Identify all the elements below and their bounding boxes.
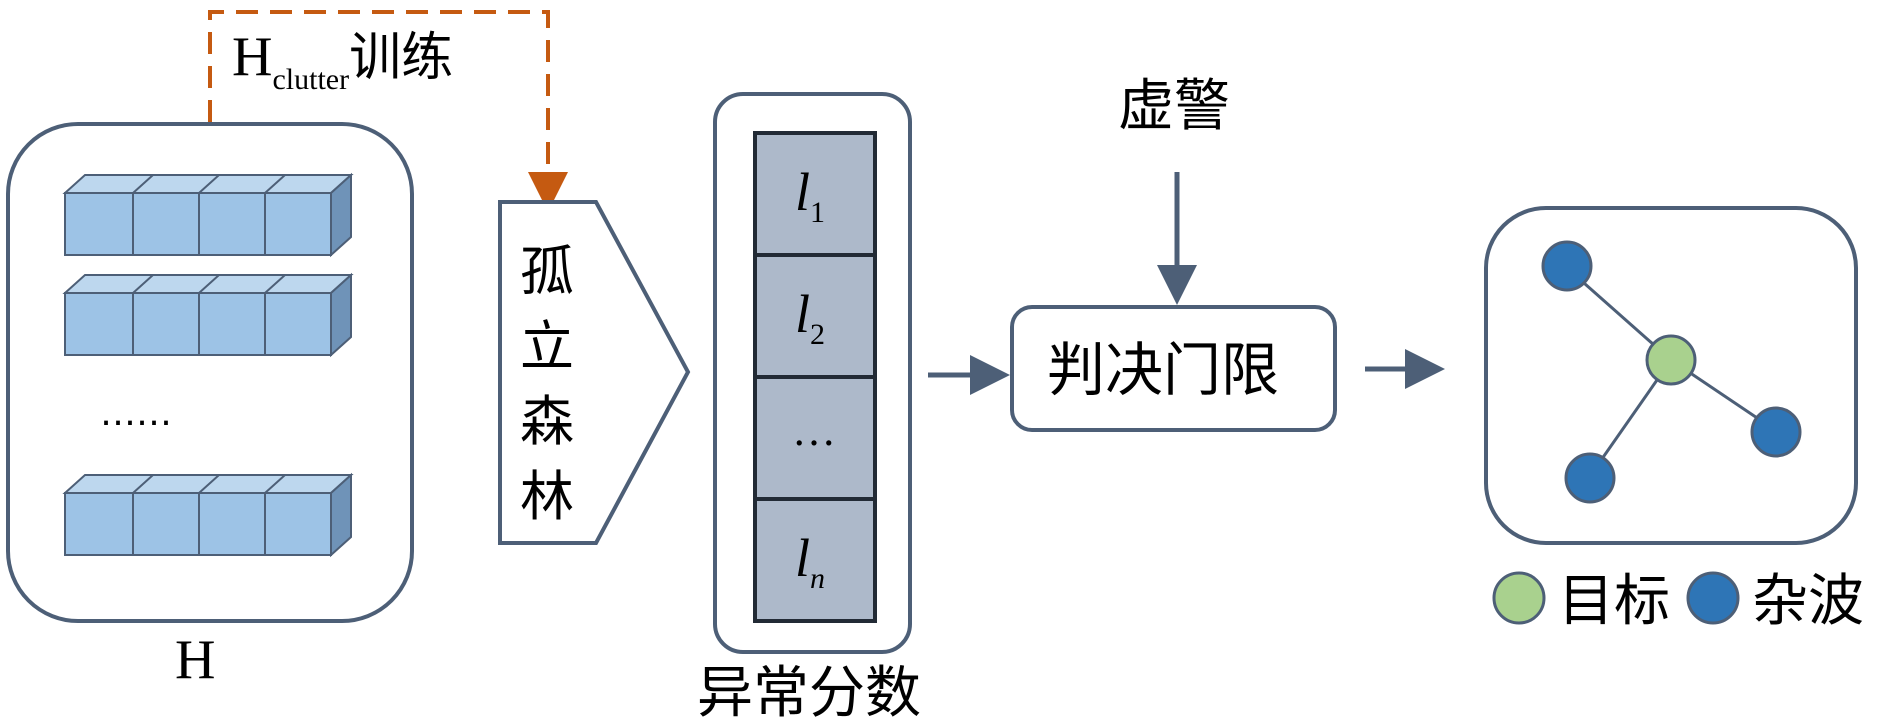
clutter-node-3	[1564, 452, 1616, 504]
input-ellipsis: ……	[100, 393, 172, 434]
training-path	[208, 10, 568, 212]
forest-char-3: 森	[520, 390, 574, 453]
score-label-4: ln	[795, 528, 825, 595]
legend-clutter-label: 杂波	[1752, 569, 1864, 634]
clutter-node-1	[1541, 240, 1593, 292]
legend-target-swatch	[1492, 571, 1546, 625]
training-label: Hclutter训练	[232, 26, 453, 96]
legend-target-label: 目标	[1558, 569, 1670, 634]
score-caption: 异常分数	[697, 661, 921, 726]
cube-row-n	[62, 472, 354, 558]
threshold-box	[1010, 305, 1337, 432]
legend-clutter-swatch	[1686, 571, 1740, 625]
isolation-forest-block	[498, 200, 691, 545]
clutter-node-2	[1750, 406, 1802, 458]
score-label-1: l1	[795, 162, 825, 229]
score-cell-2	[753, 253, 877, 379]
score-cells	[753, 131, 877, 623]
threshold-label: 判决门限	[1047, 336, 1279, 404]
forest-char-2: 立	[520, 315, 574, 378]
score-cell-3	[753, 375, 877, 501]
score-label-3: …	[792, 406, 836, 455]
forest-char-4: 林	[520, 465, 574, 528]
input-caption: H	[175, 629, 215, 691]
score-label-2: l2	[795, 284, 825, 351]
cube-row-2	[62, 272, 354, 358]
forest-char-1: 孤	[520, 240, 574, 303]
isolation-forest-label: 孤 立 森 林	[520, 240, 574, 528]
target-node	[1645, 334, 1697, 386]
false-alarm-label: 虚警	[1118, 74, 1230, 139]
score-cell-1	[753, 131, 877, 257]
score-cell-4	[753, 497, 877, 623]
cube-row-1	[62, 172, 354, 258]
